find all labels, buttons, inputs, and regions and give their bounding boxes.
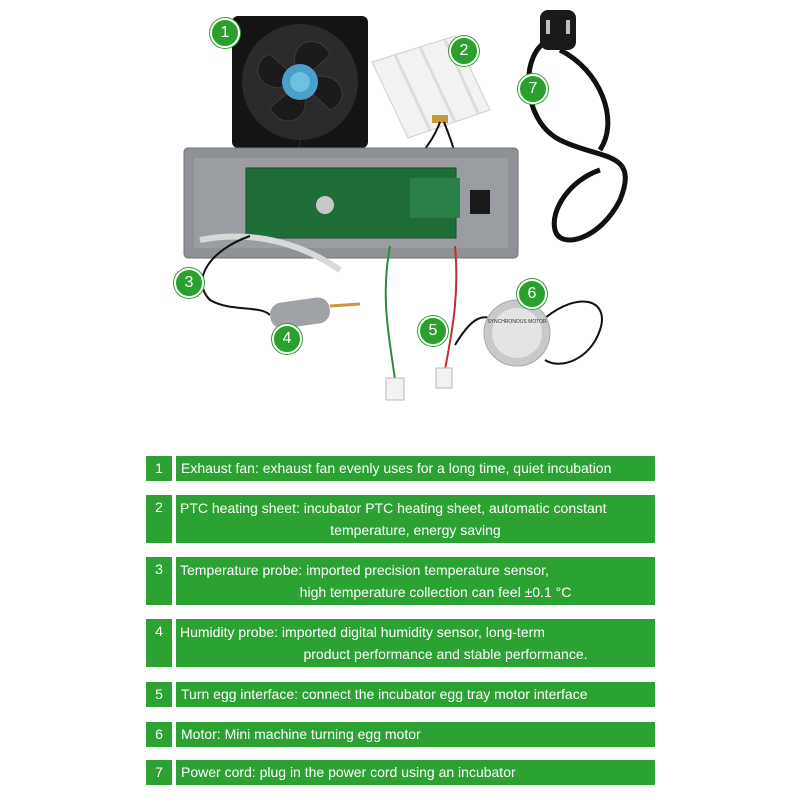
callout-2: 2: [449, 36, 479, 66]
humidity-probe: [270, 297, 361, 329]
product-photo: SYNCHRONOUS MOTOR: [183, 10, 628, 401]
feature-description: Temperature probe: imported precision te…: [176, 557, 655, 605]
callout-6: 6: [517, 279, 547, 309]
feature-number: 5: [146, 682, 172, 707]
feature-number: 6: [146, 722, 172, 747]
svg-text:SYNCHRONOUS MOTOR: SYNCHRONOUS MOTOR: [487, 319, 547, 325]
feature-number: 7: [146, 760, 172, 785]
feature-description: Turn egg interface: connect the incubato…: [176, 682, 655, 707]
feature-description: Power cord: plug in the power cord using…: [176, 760, 655, 785]
feature-row-5: 5 Turn egg interface: connect the incuba…: [146, 682, 655, 707]
feature-row-1: 1 Exhaust fan: exhaust fan evenly uses f…: [146, 456, 655, 481]
callout-7: 7: [518, 74, 548, 104]
feature-number: 4: [146, 619, 172, 667]
callout-4: 4: [272, 324, 302, 354]
power-cord: [526, 10, 628, 243]
control-board: [183, 147, 519, 273]
feature-description: PTC heating sheet: incubator PTC heating…: [176, 495, 655, 543]
feature-number: 1: [146, 456, 172, 481]
feature-row-6: 6 Motor: Mini machine turning egg motor: [146, 722, 655, 747]
callout-5: 5: [418, 316, 448, 346]
feature-row-3: 3 Temperature probe: imported precision …: [146, 557, 655, 605]
feature-description: Exhaust fan: exhaust fan evenly uses for…: [176, 456, 655, 481]
callout-3: 3: [174, 268, 204, 298]
feature-row-4: 4 Humidity probe: imported digital humid…: [146, 619, 655, 667]
feature-description: Humidity probe: imported digital humidit…: [176, 619, 655, 667]
feature-row-2: 2 PTC heating sheet: incubator PTC heati…: [146, 495, 655, 543]
feature-row-7: 7 Power cord: plug in the power cord usi…: [146, 760, 655, 785]
feature-number: 3: [146, 557, 172, 605]
exhaust-fan: [232, 16, 368, 171]
feature-description: Motor: Mini machine turning egg motor: [176, 722, 655, 747]
turning-motor: SYNCHRONOUS MOTOR: [454, 299, 603, 367]
feature-number: 2: [146, 495, 172, 543]
callout-1: 1: [210, 18, 240, 48]
